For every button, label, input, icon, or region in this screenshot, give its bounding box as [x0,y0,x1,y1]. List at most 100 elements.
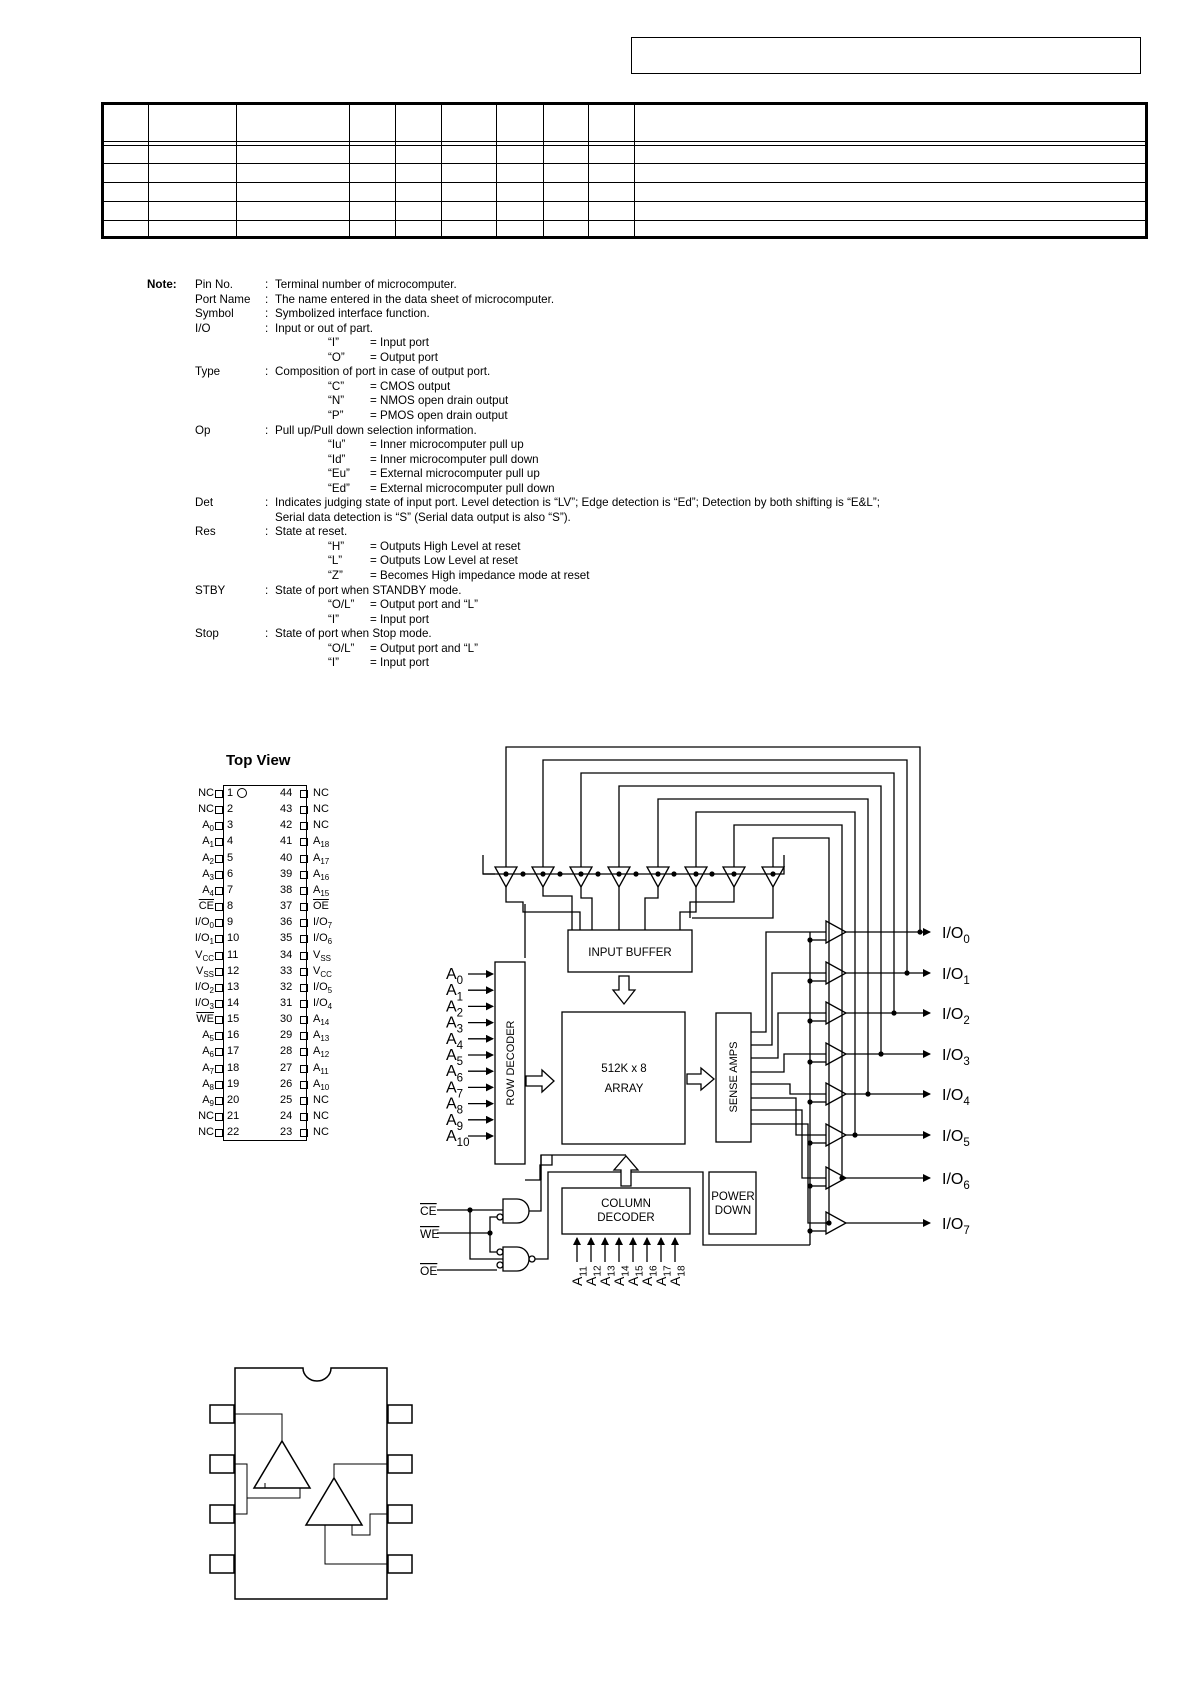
sense-output-wire [751,931,826,1033]
buffer-feed-wire [689,887,735,918]
pin1-marker [237,788,247,798]
opamp-wire [234,1483,248,1515]
pin-square [300,1129,308,1138]
chip-body [223,785,307,1141]
io-feedback-wire [657,798,869,1094]
input-buffer-block [567,929,693,973]
pin-label: VCC [195,948,214,963]
pin-square [300,919,308,928]
note-code-meaning: = Output port and “L” [370,598,478,612]
misc-wire [525,1155,553,1181]
note-heading: Note: [147,278,177,291]
input-buffer-icon [568,866,594,889]
inverter-bubble [496,1213,504,1221]
note-code-meaning: = CMOS output [370,379,451,393]
pin-number: 29 [280,1029,293,1042]
pin-number: 43 [280,803,293,816]
pin-square [300,838,308,847]
we-read-wire [489,1233,497,1253]
pin-number: 13 [227,980,240,993]
pin-label: I/O4 [313,996,333,1012]
note-term: Stop [195,627,219,641]
pin-label: WE [196,1013,214,1026]
pin-square [215,790,223,798]
junction-dot [709,871,715,877]
header-box [631,37,1141,74]
junction-dot [852,1132,858,1138]
pin-label: NC [313,1110,329,1122]
col-address-label: A17 [653,1265,673,1286]
pin-label: A5 [202,1029,214,1044]
tri-state-buffers [493,866,848,1236]
dual-opamp-ic [209,1367,413,1600]
pin-label: A3 [202,867,214,882]
table-row-divider [104,201,1145,202]
table-col-divider [236,105,237,236]
junction-dot [616,871,622,877]
inverter-bubble [496,1248,504,1256]
row-address-label: A0 [446,966,463,987]
input-buffer-icon [645,866,671,889]
pin-label: I/O3 [194,996,214,1012]
pin-number: 14 [227,996,240,1009]
buffer-feed-wire [679,887,697,930]
note-code-meaning: = Inner microcomputer pull up [370,438,524,452]
note-description: The name entered in the data sheet of mi… [275,292,555,306]
table-col-divider [148,105,149,236]
pin-label: A10 [313,1077,330,1092]
wiring [437,746,931,1271]
pin-label: A15 [313,883,330,899]
col-address-label: A12 [583,1265,603,1286]
output-buffer-icon [825,1081,848,1107]
col-address-label: A18 [667,1265,687,1286]
output-buffer-icon [825,1165,848,1191]
pin-square [215,1096,223,1105]
note-separator: : [265,627,269,641]
pin-label: NC [313,787,329,799]
pin-number: 12 [227,964,240,977]
pin-number: 40 [280,851,293,864]
pin-number: 4 [227,835,234,848]
pin-number: 17 [227,1045,240,1058]
pin-label: A16 [313,867,330,882]
row-decoder-block [494,961,526,1165]
io-label: I/O6 [942,1171,970,1192]
note-code: “O/L” [328,598,355,612]
note-code-meaning: = NMOS open drain output [370,394,509,408]
sense-amps-label: SENSE AMPS [728,1042,740,1113]
pin-number: 5 [227,851,234,864]
junction-dot [731,871,737,877]
control-label: OE [420,1264,437,1278]
pin-number: 26 [280,1077,293,1090]
col-address-label: A11 [569,1266,589,1286]
junction-dot [878,1051,884,1057]
note-term: Det [195,496,214,510]
pin-label: OE [313,900,329,913]
pin-square [215,951,223,960]
pin-square [300,967,308,976]
note-code: “O/L” [328,641,355,655]
note-code: “Ed” [328,481,350,495]
pin-number: 6 [227,867,234,880]
and-gate-write [502,1198,530,1224]
opamp-b-icon [304,1476,364,1526]
note-code: “O” [328,350,345,364]
junction-dot [839,1175,845,1181]
pin-number: 32 [280,980,293,993]
opamp-wire [351,1513,387,1536]
junction-dot [807,978,813,984]
sense-output-wire [751,972,826,1046]
note-code-meaning: = Becomes High impedance mode at reset [370,569,590,582]
pin-label: A17 [313,851,330,866]
note-term: I/O [195,321,211,335]
pin-label: A13 [313,1029,330,1044]
opamp-a-icon [252,1439,312,1489]
row-address-label: A3 [446,1015,463,1036]
table-row-divider [104,141,1145,142]
row-address-label: A6 [446,1063,463,1084]
column-decoder-block [561,1187,691,1235]
output-buffer-icon [825,1000,848,1026]
inverter-bubble [496,1261,504,1269]
pin-label: I/O2 [194,980,214,995]
